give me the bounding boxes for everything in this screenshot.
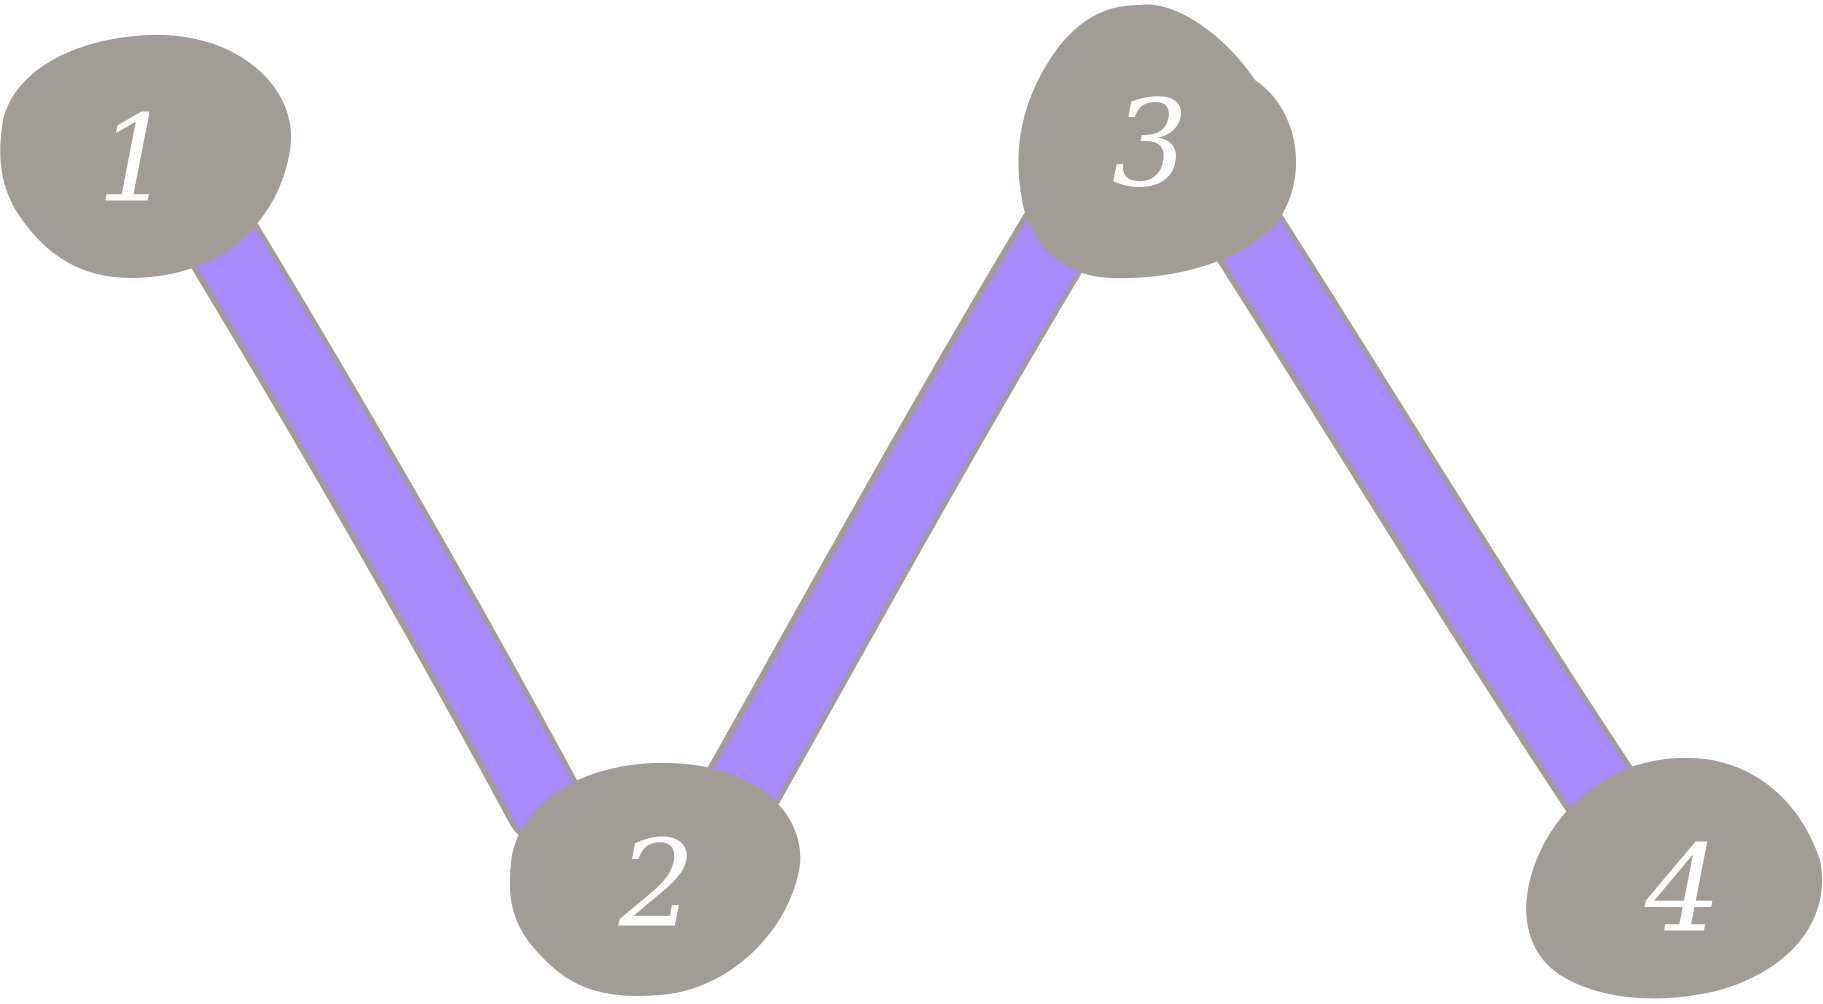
- node-4-shape: [1526, 757, 1823, 999]
- edge-2-3: [698, 175, 1110, 835]
- node-2: 2: [509, 762, 801, 996]
- edge-1-2-band: [180, 195, 580, 840]
- node-4: 4: [1526, 757, 1823, 999]
- node-1: 1: [0, 34, 292, 278]
- node-2-shape: [509, 762, 801, 996]
- node-1-shape: [0, 34, 292, 278]
- node-3-shape: [1018, 4, 1297, 279]
- node-3-label: 3: [1112, 76, 1188, 215]
- edge-3-4-band: [1200, 180, 1645, 840]
- edge-1-2: [175, 190, 585, 845]
- nodes-layer: 1 2 3 4: [0, 4, 1823, 999]
- edge-3-4: [1195, 175, 1650, 845]
- edges-layer: [175, 175, 1650, 845]
- node-4-label: 4: [1644, 821, 1721, 960]
- node-1-label: 1: [97, 91, 173, 230]
- edge-2-3-band: [703, 180, 1105, 830]
- node-2-label: 2: [618, 816, 695, 955]
- node-3: 3: [1018, 4, 1297, 279]
